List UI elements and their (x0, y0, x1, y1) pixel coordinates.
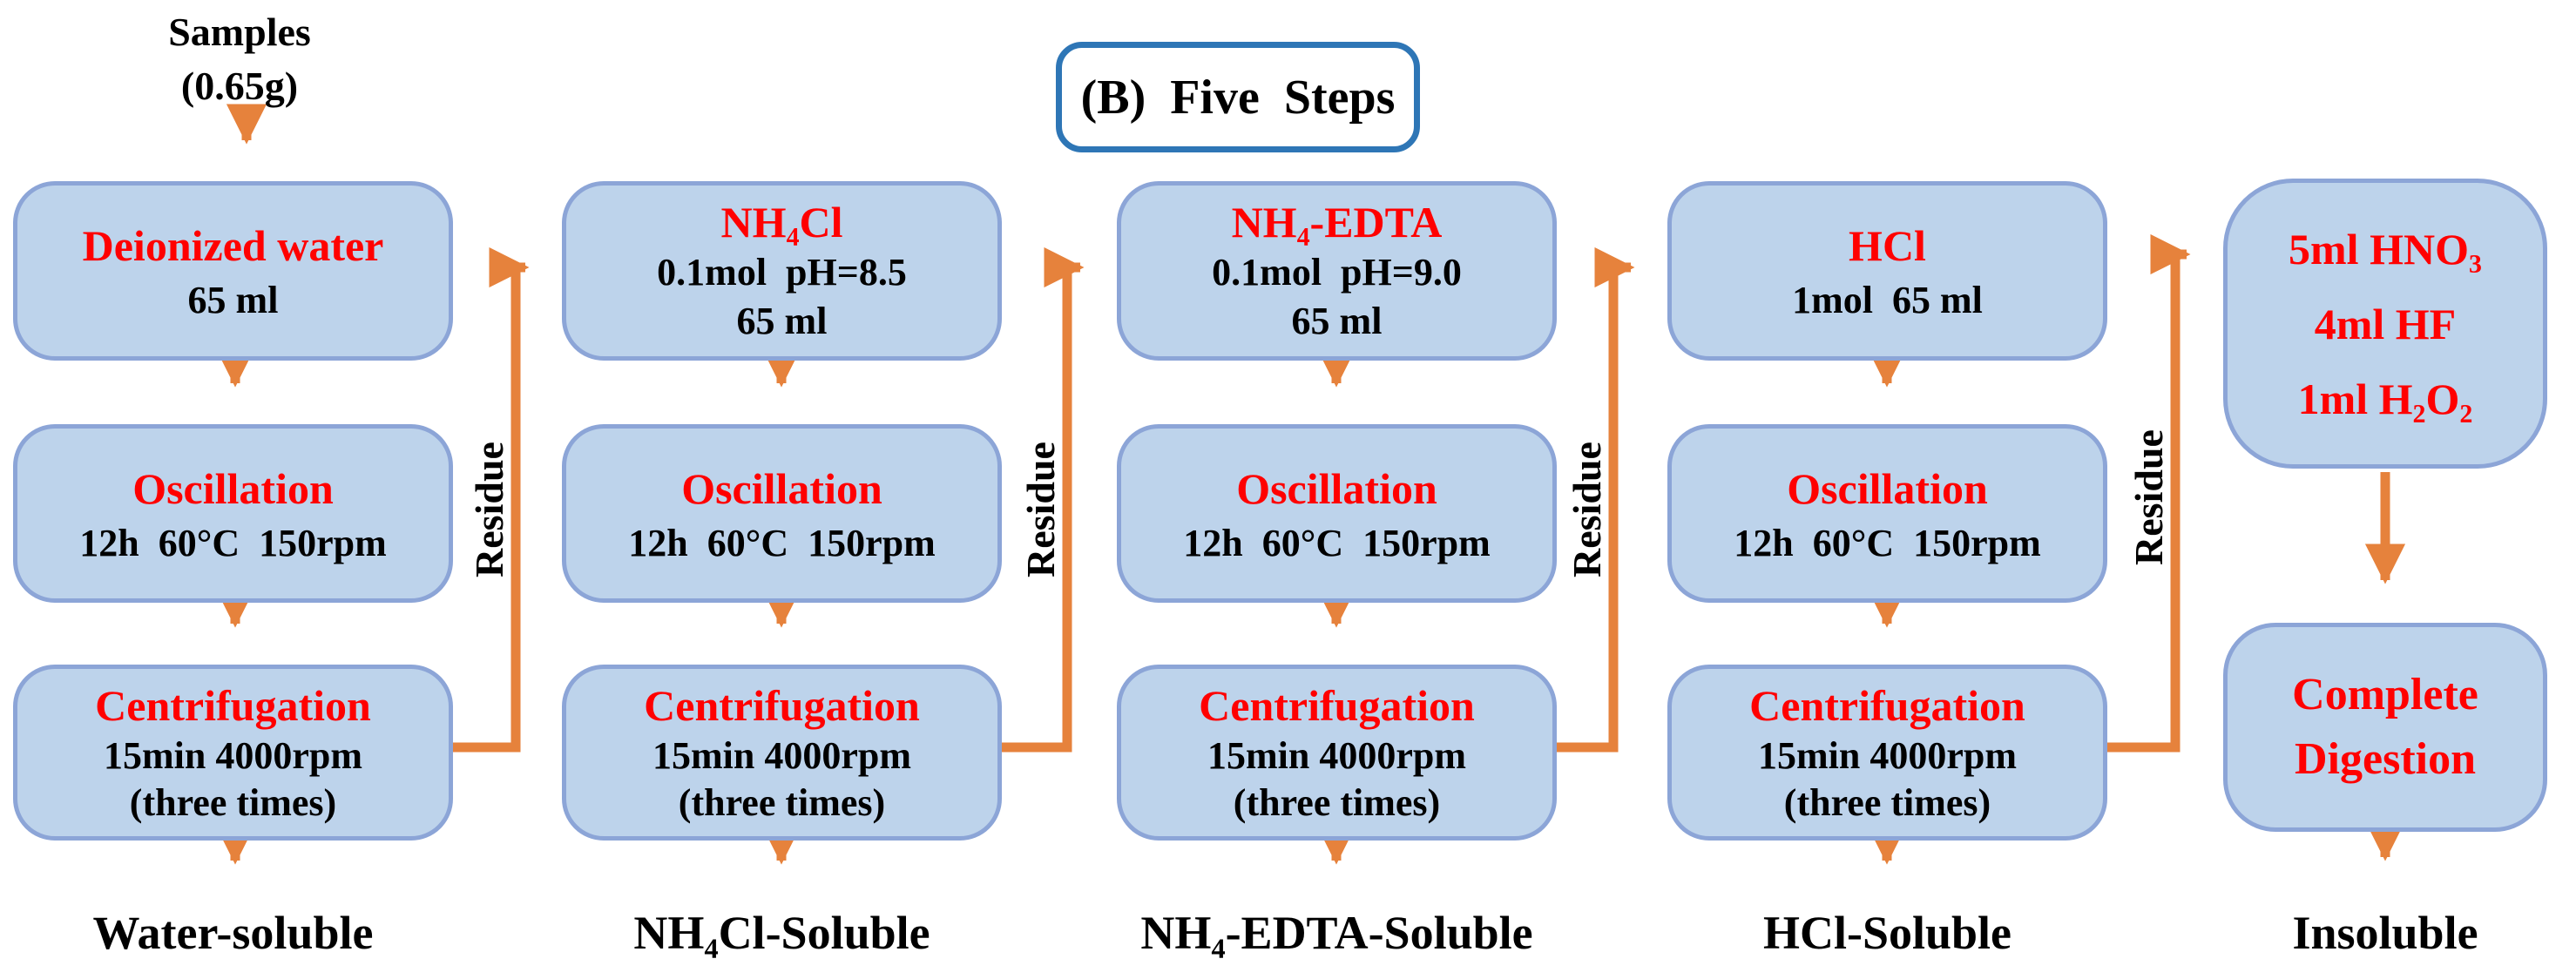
col2-reagent-detail1: 0.1mol pH=8.5 (657, 251, 907, 294)
col1-oscillation-box: Oscillation 12h 60°C 150rpm (13, 424, 453, 603)
col3-centrifugation-title: Centrifugation (1199, 681, 1475, 730)
residue-label-3: Residue (1565, 442, 1609, 577)
col4-reagent-box: HCl 1mol 65 ml (1667, 181, 2107, 361)
col4-centrifugation-detail1: 15min 4000rpm (1758, 734, 2017, 777)
col2-oscillation-title: Oscillation (681, 463, 882, 513)
col1-oscillation-detail: 12h 60°C 150rpm (79, 521, 387, 564)
col2-oscillation-box: Oscillation 12h 60°C 150rpm (562, 424, 1002, 603)
col3-centrifugation-detail2: (three times) (1233, 781, 1441, 824)
col1-reagent-box: Deionized water 65 ml (13, 181, 453, 361)
col4-centrifugation-detail2: (three times) (1783, 781, 1991, 824)
col1-centrifugation-title: Centrifugation (95, 681, 371, 730)
residue-label-1: Residue (467, 442, 511, 577)
col3-centrifugation-box: Centrifugation 15min 4000rpm (three time… (1117, 665, 1557, 841)
col3-reagent-title: NH₄-EDTA (1231, 198, 1443, 246)
samples-line1: Samples (168, 10, 311, 54)
col1-centrifugation-box: Centrifugation 15min 4000rpm (three time… (13, 665, 453, 841)
col5-reagent-line1: 5ml HNO₃ (2289, 224, 2482, 273)
col3-reagent-detail1: 0.1mol pH=9.0 (1212, 251, 1462, 294)
col3-reagent-detail2: 65 ml (1291, 300, 1383, 342)
col4-reagent-title: HCl (1849, 221, 1926, 270)
col3-oscillation-detail: 12h 60°C 150rpm (1183, 521, 1491, 564)
col4-oscillation-box: Oscillation 12h 60°C 150rpm (1667, 424, 2107, 603)
col2-reagent-box: NH₄Cl 0.1mol pH=8.5 65 ml (562, 181, 1002, 361)
col3-output-label: NH₄-EDTA-Soluble (1140, 907, 1533, 959)
col3-oscillation-title: Oscillation (1236, 463, 1437, 513)
col3-centrifugation-detail1: 15min 4000rpm (1207, 734, 1466, 777)
col4-centrifugation-title: Centrifugation (1749, 681, 2025, 730)
samples-line2: (0.65g) (180, 64, 299, 108)
col2-centrifugation-title: Centrifugation (644, 681, 920, 730)
col3-oscillation-box: Oscillation 12h 60°C 150rpm (1117, 424, 1557, 603)
samples-label: Samples (0.65g) (74, 5, 405, 113)
col5-digestion-box: Complete Digestion (2223, 623, 2547, 832)
col5-output-label: Insoluble (2292, 907, 2478, 959)
residue-label-2: Residue (1018, 442, 1063, 577)
col3-reagent-box: NH₄-EDTA 0.1mol pH=9.0 65 ml (1117, 181, 1557, 361)
col1-output-label: Water-soluble (92, 907, 374, 959)
col2-centrifugation-detail1: 15min 4000rpm (652, 734, 911, 777)
col5-reagent-box: 5ml HNO₃ 4ml HF 1ml H₂O₂ (2223, 179, 2547, 469)
col5-reagent-line2: 4ml HF (2314, 299, 2457, 348)
col5-reagent-line3: 1ml H₂O₂ (2297, 374, 2473, 423)
col1-centrifugation-detail1: 15min 4000rpm (104, 734, 362, 777)
col1-oscillation-title: Oscillation (132, 463, 334, 513)
col4-reagent-detail: 1mol 65 ml (1792, 279, 1983, 321)
col1-reagent-title: Deionized water (82, 221, 384, 270)
col1-reagent-detail: 65 ml (187, 279, 279, 321)
col4-oscillation-title: Oscillation (1787, 463, 1988, 513)
col1-centrifugation-detail2: (three times) (129, 781, 337, 824)
col2-output-label: NH₄Cl-Soluble (633, 907, 930, 959)
col2-reagent-detail2: 65 ml (736, 300, 828, 342)
col2-oscillation-detail: 12h 60°C 150rpm (628, 521, 936, 564)
col5-digestion-line2: Digestion (2295, 734, 2476, 784)
figure-title: (B) Five Steps (1056, 42, 1420, 152)
col4-output-label: HCl-Soluble (1762, 907, 2012, 959)
residue-label-4: Residue (2126, 429, 2171, 565)
col4-oscillation-detail: 12h 60°C 150rpm (1734, 521, 2041, 564)
col2-centrifugation-detail2: (three times) (678, 781, 886, 824)
col2-reagent-title: NH₄Cl (720, 198, 843, 246)
col5-digestion-line1: Complete (2292, 670, 2478, 719)
col4-centrifugation-box: Centrifugation 15min 4000rpm (three time… (1667, 665, 2107, 841)
col2-centrifugation-box: Centrifugation 15min 4000rpm (three time… (562, 665, 1002, 841)
